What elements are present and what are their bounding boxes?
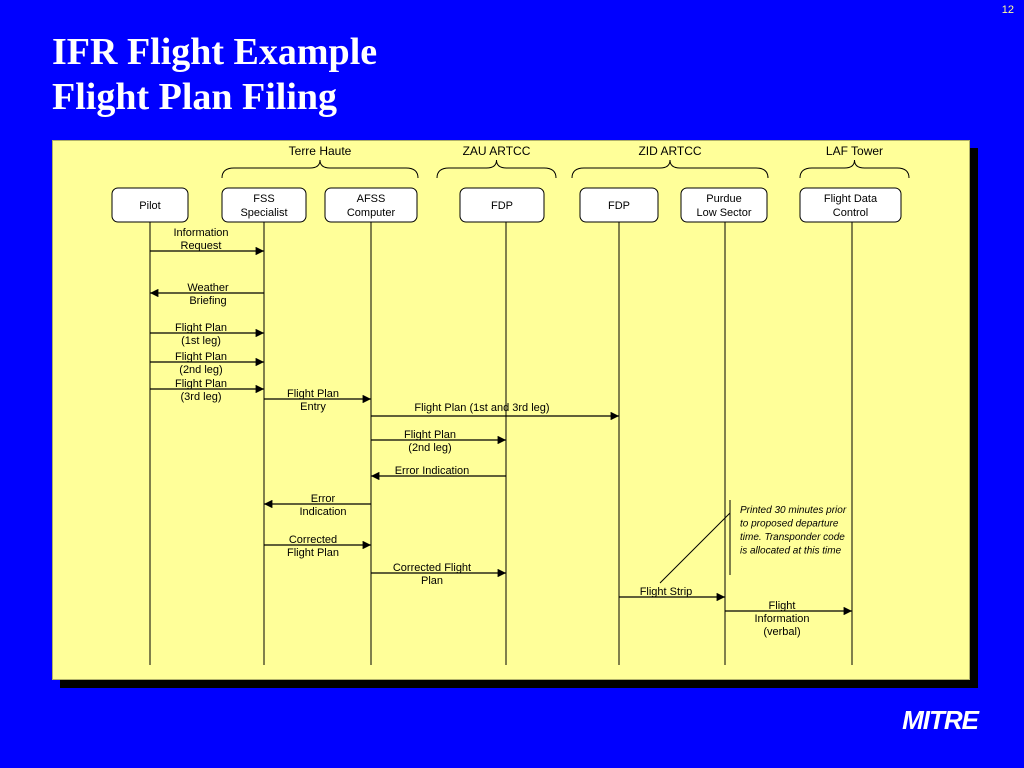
group-brace-terre-haute	[221, 159, 419, 179]
title-line-2: Flight Plan Filing	[52, 76, 338, 118]
actor-fdp-zau: FDP	[459, 187, 545, 223]
actor-fdp-zid: FDP	[579, 187, 659, 223]
message-label-13: Flight Strip	[640, 586, 693, 598]
actor-box-afss	[324, 187, 418, 223]
message-9: Error Indication	[371, 465, 506, 481]
message-4: Flight Plan(2nd leg)	[150, 351, 264, 376]
actor-box-fdp-zau	[459, 187, 545, 223]
group-label-terre-haute: Terre Haute	[289, 144, 352, 158]
group-label-laf-tower: LAF Tower	[826, 144, 883, 158]
message-label-8: Flight Plan(2nd leg)	[404, 429, 456, 454]
message-label-3: Flight Plan(1st leg)	[175, 322, 227, 347]
actor-label-fdp-zid: FDP	[608, 200, 630, 212]
message-label-9: Error Indication	[395, 465, 470, 477]
group-brace-zid-artcc	[571, 159, 769, 179]
group-label-zau-artcc: ZAU ARTCC	[463, 144, 531, 158]
actor-pilot: Pilot	[111, 187, 189, 223]
actor-box-fdp-zid	[579, 187, 659, 223]
group-label-zid-artcc: ZID ARTCC	[638, 144, 701, 158]
actor-box-fdc	[799, 187, 902, 223]
message-label-7: Flight Plan (1st and 3rd leg)	[414, 402, 549, 414]
group-brace-laf-tower	[799, 159, 910, 179]
actor-label-fdp-zau: FDP	[491, 200, 513, 212]
note-pointer	[659, 512, 731, 584]
actor-box-fss	[221, 187, 307, 223]
message-label-5: Flight Plan(3rd leg)	[175, 378, 227, 403]
actor-label-pilot: Pilot	[139, 200, 160, 212]
slide-title: IFR Flight Example Flight Plan Filing	[52, 30, 377, 120]
message-3: Flight Plan(1st leg)	[150, 322, 264, 347]
message-8: Flight Plan(2nd leg)	[371, 429, 506, 454]
message-label-4: Flight Plan(2nd leg)	[175, 351, 227, 376]
actor-box-pilot	[111, 187, 189, 223]
diagram-panel	[52, 140, 970, 680]
title-line-1: IFR Flight Example	[52, 31, 378, 73]
actor-box-purdue	[680, 187, 768, 223]
message-5: Flight Plan(3rd leg)	[150, 378, 264, 403]
message-13: Flight Strip	[619, 586, 725, 602]
group-brace-zau-artcc	[436, 159, 557, 179]
page-number: 12	[1001, 4, 1014, 16]
mitre-logo: MITRE	[902, 705, 979, 735]
message-7: Flight Plan (1st and 3rd leg)	[371, 402, 619, 421]
